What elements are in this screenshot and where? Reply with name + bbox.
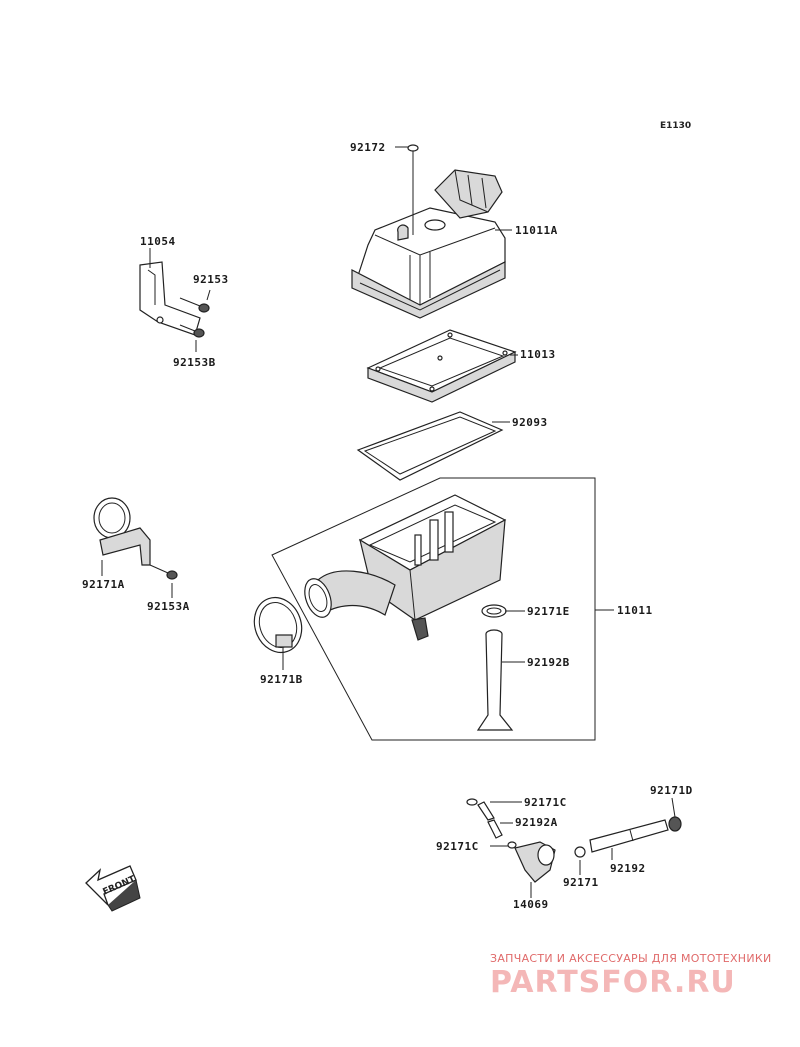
drain-tube-92192b [476, 629, 514, 731]
part-label[interactable]: 92172 [350, 141, 386, 154]
air-cleaner-case [304, 494, 507, 641]
part-label[interactable]: 11013 [520, 348, 556, 361]
screw-92172 [407, 144, 419, 235]
part-label[interactable]: 92153B [173, 356, 216, 369]
gasket [356, 411, 504, 481]
leader-lines [101, 146, 676, 898]
part-label[interactable]: 11011 [617, 604, 653, 617]
bolt-92153b [179, 324, 205, 338]
part-label[interactable]: 92192 [610, 862, 646, 875]
clamp-92171b [253, 596, 303, 654]
bracket-11054 [139, 261, 201, 336]
air-filter-element [366, 329, 517, 403]
part-label[interactable]: 92171E [527, 605, 570, 618]
group-outline-11011 [271, 477, 596, 741]
part-label[interactable]: 92171D [650, 784, 693, 797]
part-label[interactable]: 92192A [515, 816, 558, 829]
part-label[interactable]: 92093 [512, 416, 548, 429]
front-arrow-icon: FRONT [85, 865, 141, 912]
bolt-92153 [179, 297, 210, 313]
part-label[interactable]: 14069 [513, 898, 549, 911]
part-label[interactable]: 92171B [260, 673, 303, 686]
watermark-tagline: ЗАПЧАСТИ И АКСЕССУАРЫ ДЛЯ МОТОТЕХНИКИ [490, 952, 772, 965]
part-label[interactable]: 92153A [147, 600, 190, 613]
part-label[interactable]: 11011A [515, 224, 558, 237]
clamp-92171e [481, 604, 507, 618]
bolt-92153a [149, 564, 178, 580]
part-label[interactable]: 92192B [527, 656, 570, 669]
diagram-code: E1130 [660, 121, 692, 131]
clamp-92171a [93, 497, 151, 566]
part-label[interactable]: 92171A [82, 578, 125, 591]
part-label[interactable]: 92171 [563, 876, 599, 889]
breather-parts [466, 798, 682, 883]
air-cleaner-cover [351, 169, 506, 319]
part-label[interactable]: 92171C [436, 840, 479, 853]
part-label[interactable]: 92171C [524, 796, 567, 809]
watermark-logo: PARTSFOR.RU [490, 965, 736, 1000]
part-label[interactable]: 11054 [140, 235, 176, 248]
part-label[interactable]: 92153 [193, 273, 229, 286]
